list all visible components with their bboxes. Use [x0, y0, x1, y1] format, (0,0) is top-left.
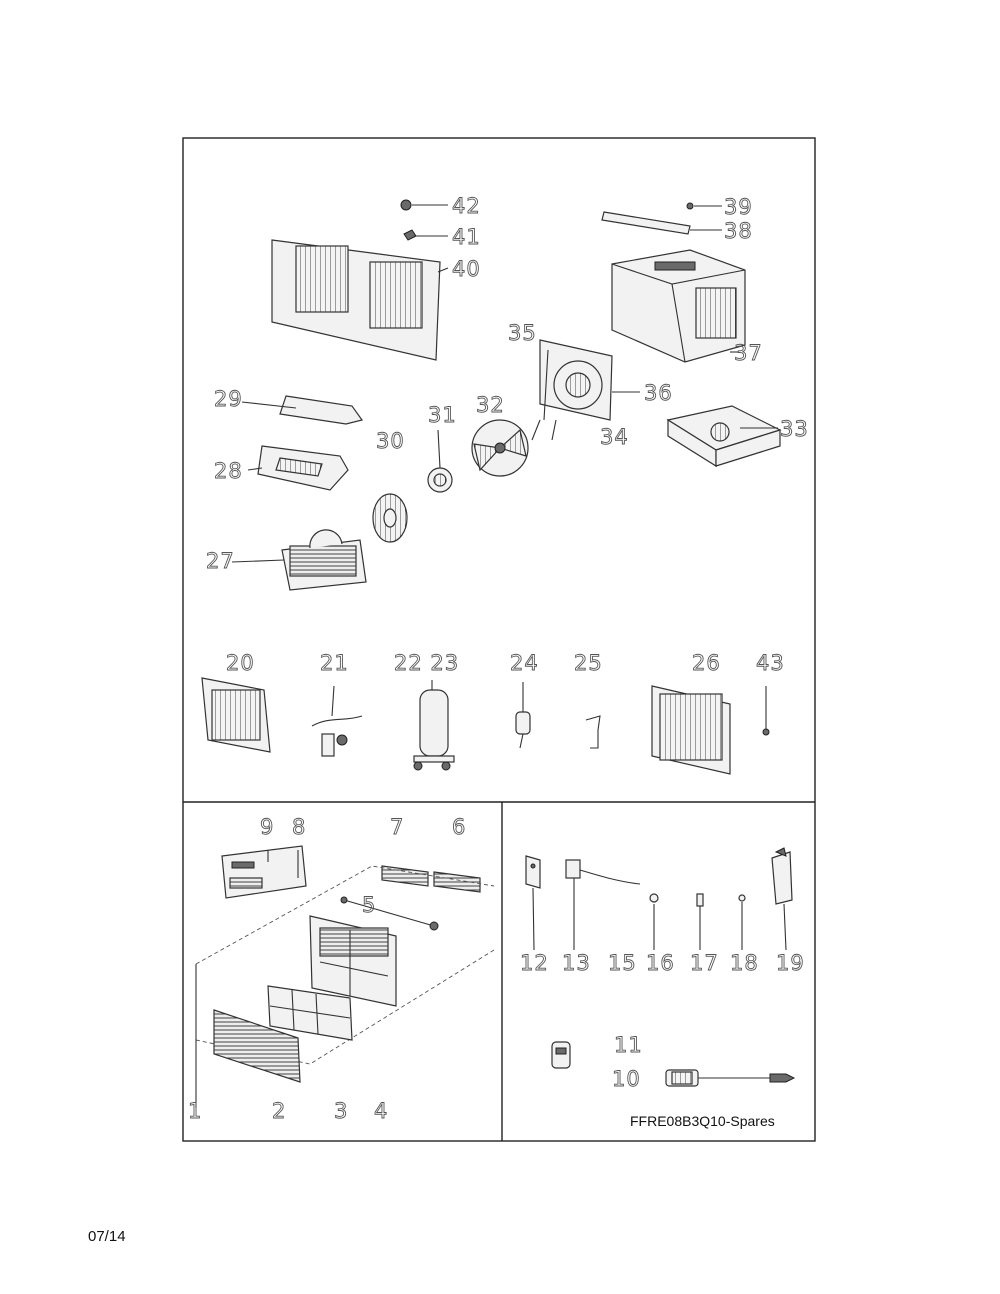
callout-24: 24 — [510, 651, 539, 675]
part-2-intake-grille — [213, 1009, 301, 1083]
part-16-knob — [649, 893, 659, 950]
part-26-condenser — [651, 685, 731, 775]
callout-21: 21 — [320, 651, 349, 675]
callout-32: 32 — [476, 393, 505, 417]
part-36-fan-shroud — [539, 339, 640, 421]
part-22-compressor — [413, 680, 455, 771]
callout-39: 39 — [724, 195, 753, 219]
callout-41: 41 — [452, 225, 481, 249]
part-39-screw — [686, 202, 722, 210]
callout-2: 2 — [272, 1099, 286, 1123]
callout-35: 35 — [508, 321, 537, 345]
callout-26: 26 — [692, 651, 721, 675]
part-27-blower-housing — [231, 529, 367, 591]
callout-43: 43 — [756, 651, 785, 675]
part-34-spring — [531, 419, 557, 441]
part-20-filter-drier — [201, 677, 271, 753]
model-label: FFRE08B3Q10-Spares — [630, 1113, 775, 1129]
part-30-blower-wheel — [372, 493, 408, 543]
callout-18: 18 — [730, 951, 759, 975]
callout-36: 36 — [644, 381, 673, 405]
part-37-cabinet — [611, 249, 746, 363]
callout-38: 38 — [724, 219, 753, 243]
part-4-front-grille-frame — [309, 915, 397, 1007]
callout-3: 3 — [334, 1099, 348, 1123]
callout-22-23: 22 23 — [394, 651, 459, 675]
callout-19: 19 — [776, 951, 805, 975]
callout-27: 27 — [206, 549, 235, 573]
callout-9: 9 — [260, 815, 274, 839]
part-9-control-board — [221, 845, 307, 899]
part-10-power-cord — [665, 1069, 796, 1087]
part-40-coil-assembly — [271, 239, 449, 361]
part-41-clip — [403, 229, 448, 241]
part-31-fan-motor — [427, 429, 453, 493]
callout-12: 12 — [520, 951, 549, 975]
callout-37: 37 — [734, 341, 763, 365]
callout-33: 33 — [780, 417, 809, 441]
callout-7: 7 — [390, 815, 404, 839]
part-35-rod — [543, 349, 549, 421]
callout-1: 1 — [188, 1099, 202, 1123]
part-24-overload — [515, 682, 531, 749]
part-25-clamp — [585, 715, 601, 749]
part-7-louver — [381, 865, 481, 893]
callout-42: 42 — [452, 194, 481, 218]
callout-30: 30 — [376, 429, 405, 453]
callout-40: 40 — [452, 257, 481, 281]
part-12-bracket — [525, 855, 541, 951]
part-28-scroll-housing — [247, 445, 349, 491]
part-19-mounting-bracket — [771, 847, 793, 951]
callout-31: 31 — [428, 403, 457, 427]
part-11-remote — [551, 1041, 571, 1069]
callout-5: 5 — [362, 893, 376, 917]
revision-date: 07/14 — [88, 1228, 126, 1245]
part-13-thermostat — [565, 859, 641, 950]
callout-34: 34 — [600, 425, 629, 449]
callout-labels: 42 41 40 39 38 37 35 36 34 33 32 31 30 2… — [188, 194, 809, 1129]
part-3-air-filter — [267, 985, 353, 1041]
callout-6: 6 — [452, 815, 466, 839]
callout-4: 4 — [374, 1099, 388, 1123]
part-18-plug — [738, 894, 746, 950]
callout-13: 13 — [562, 951, 591, 975]
part-43-screw — [762, 686, 770, 736]
part-38-rail — [601, 211, 722, 235]
part-29-bracket — [241, 395, 364, 425]
part-33-base-pan — [666, 405, 782, 468]
part-17-spring — [696, 893, 704, 950]
callout-11: 11 — [614, 1033, 643, 1057]
callout-8: 8 — [292, 815, 306, 839]
part-42-screw — [400, 199, 448, 211]
part-5-shaft — [340, 896, 439, 931]
callout-20: 20 — [226, 651, 255, 675]
callout-29: 29 — [214, 387, 243, 411]
callout-25: 25 — [574, 651, 603, 675]
part-32-axial-fan — [471, 419, 529, 477]
callout-17: 17 — [690, 951, 719, 975]
callout-28: 28 — [214, 459, 243, 483]
callout-15: 15 — [608, 951, 637, 975]
callout-10: 10 — [612, 1067, 641, 1091]
part-21-valve — [311, 685, 363, 757]
diagram-frame — [182, 137, 816, 1142]
callout-16: 16 — [646, 951, 675, 975]
